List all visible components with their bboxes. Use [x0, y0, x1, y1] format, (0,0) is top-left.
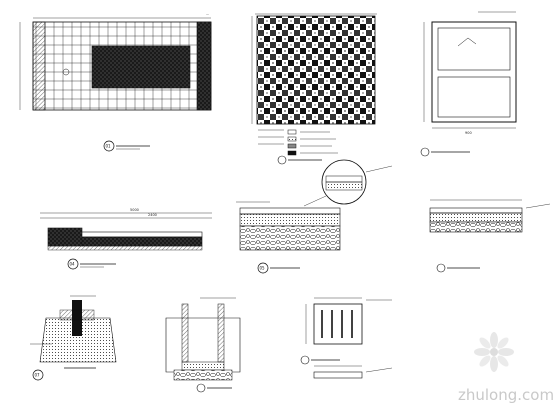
detail-marker-04: 04	[67, 258, 116, 270]
watermark: zhulong.com	[458, 332, 554, 404]
panel-drawing-3: 900	[423, 11, 517, 135]
detail-number-07: 07	[35, 373, 41, 378]
watermark-text: zhulong.com	[458, 386, 554, 404]
section-drawing-7	[30, 295, 117, 363]
grate-drawing-9	[305, 297, 393, 379]
section-drawing-4: 5000 2400	[40, 208, 212, 251]
detail-marker-07: 07	[32, 367, 96, 381]
detail-number-01: 01	[106, 144, 112, 149]
detail-marker-06	[436, 263, 480, 273]
detail-marker-09	[300, 355, 340, 365]
detail-marker-03	[420, 147, 470, 157]
section-drawing-5	[236, 159, 393, 251]
panel-width-dim: 900	[465, 131, 472, 135]
plan-drawing-1: —	[19, 12, 212, 111]
section4-inner-dim: 2400	[148, 213, 157, 217]
pattern-drawing-2	[251, 13, 377, 125]
section-drawing-6	[429, 199, 551, 233]
detail-marker-02	[277, 155, 322, 165]
detail-marker-08	[196, 383, 232, 393]
detail-number-05: 05	[260, 266, 266, 271]
section-drawing-8	[165, 297, 241, 381]
detail-marker-05: 05	[257, 262, 300, 274]
section4-total-dim: 5000	[130, 208, 139, 212]
legend-block	[258, 129, 338, 156]
detail-number-04: 04	[70, 262, 76, 267]
detail-marker-01: 01	[103, 140, 150, 152]
watermark-logo-icon	[474, 332, 514, 372]
svg-text:—: —	[206, 12, 209, 16]
